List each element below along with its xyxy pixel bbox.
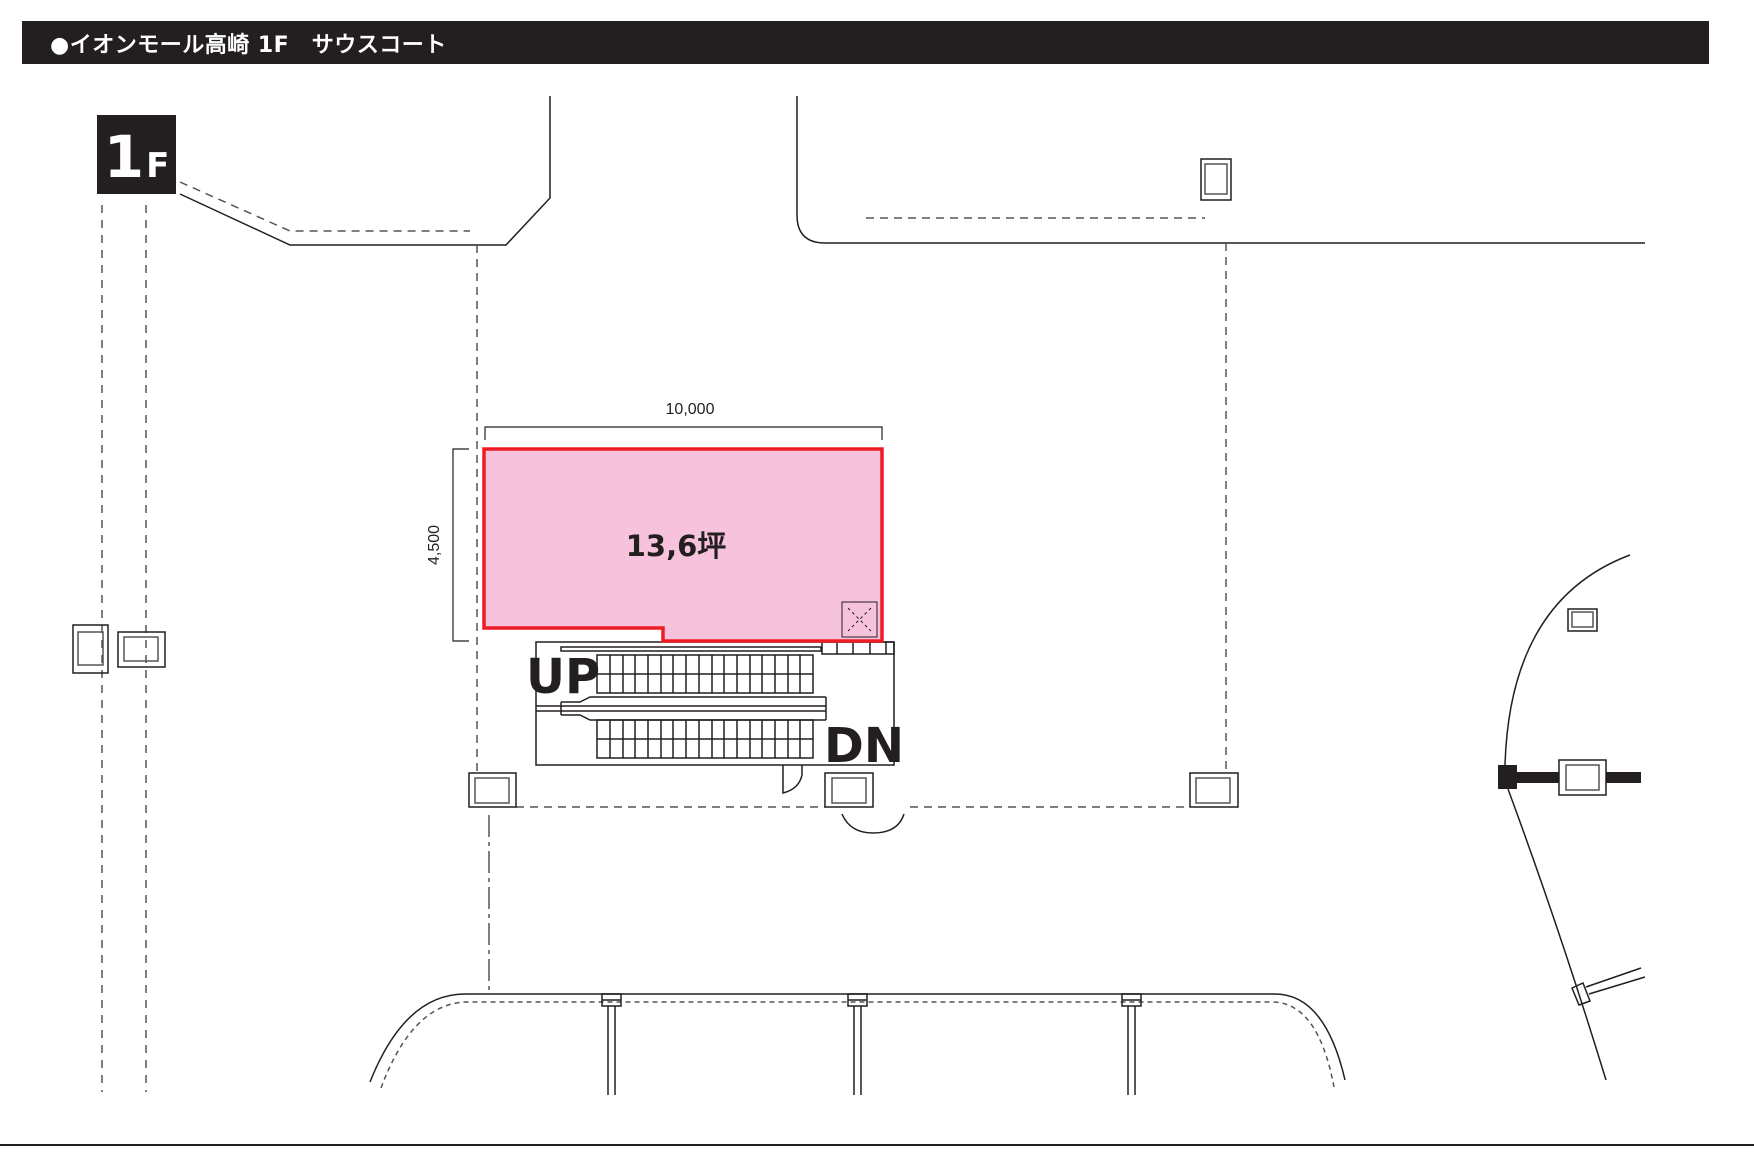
rental-space [482, 447, 884, 643]
depth-dimension-label: 4,500 [426, 525, 443, 565]
column-bottom-right [1189, 772, 1239, 808]
dimension-depth [452, 448, 469, 642]
width-dimension-label: 10,000 [666, 401, 715, 418]
left-corridor-lines [101, 205, 147, 1092]
column-top-right [1200, 158, 1232, 201]
column-left-2 [117, 631, 166, 668]
structural-columns [72, 158, 1598, 808]
column-left-1 [72, 624, 109, 674]
column-bottom-left [468, 772, 517, 808]
area-label: 13,6坪 [626, 529, 727, 563]
top-right-wall [796, 96, 1645, 244]
right-bracket [1571, 967, 1646, 1006]
escalator [535, 641, 895, 766]
railing-posts [601, 993, 1142, 1095]
ceiling-fixture-icon [841, 601, 878, 638]
floor-badge: 1 F [97, 115, 176, 194]
right-beam [1498, 759, 1641, 796]
escalator-up-label: UP [526, 649, 600, 705]
column-bottom-center [824, 772, 874, 808]
grid-lines [476, 243, 1227, 808]
escalator-handrails [536, 696, 827, 721]
escalator-steps-down [596, 719, 814, 759]
escalator-comb-top [821, 641, 895, 655]
escalator-down-label: DN [824, 718, 904, 774]
floor-number: 1 [103, 123, 145, 191]
top-left-wall [179, 96, 551, 246]
dimension-width [484, 426, 883, 440]
bottom-railing [369, 993, 1346, 1095]
right-arc-wall [1504, 554, 1646, 1081]
floor-suffix: F [146, 146, 170, 186]
escalator-steps-up [596, 654, 814, 694]
header-bar: ●イオンモール高崎 1F サウスコート [22, 21, 1709, 64]
page-title: ●イオンモール高崎 1F サウスコート [50, 32, 447, 58]
door-swings [782, 765, 905, 834]
column-right-small [1567, 608, 1598, 632]
